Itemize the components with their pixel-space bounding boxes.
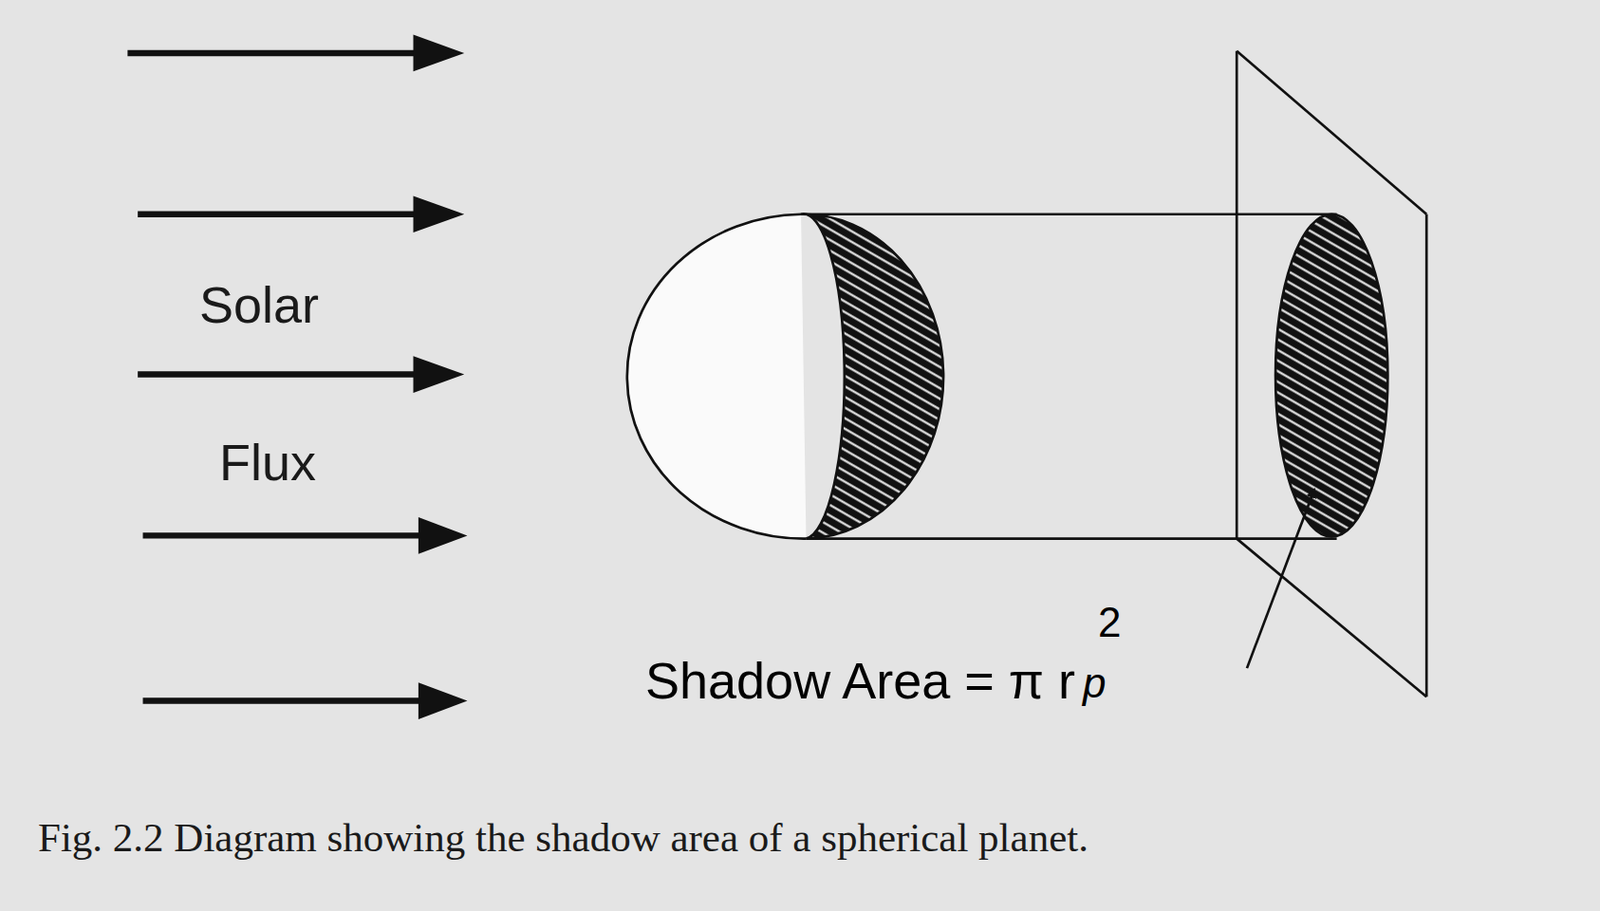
- figure-caption: Fig. 2.2 Diagram showing the shadow area…: [37, 813, 1089, 863]
- planet-dark-side: [800, 213, 944, 539]
- flux-label: Flux: [219, 434, 317, 491]
- subscript: p: [1082, 662, 1106, 705]
- planet-sphere: [627, 214, 807, 540]
- shadow-cylinder: [800, 214, 1338, 540]
- flux-arrows: [127, 35, 467, 720]
- formula-indices: p2: [1079, 641, 1117, 699]
- leader-arrow: [1246, 489, 1315, 669]
- flux-label: Solar: [199, 277, 319, 334]
- area-formula: Shadow Area = π rp2: [645, 641, 1117, 709]
- projection-plane: [1236, 51, 1427, 697]
- formula-text: Shadow Area = π r: [645, 652, 1076, 709]
- shadow-disc: [1275, 214, 1388, 538]
- superscript: 2: [1097, 601, 1121, 644]
